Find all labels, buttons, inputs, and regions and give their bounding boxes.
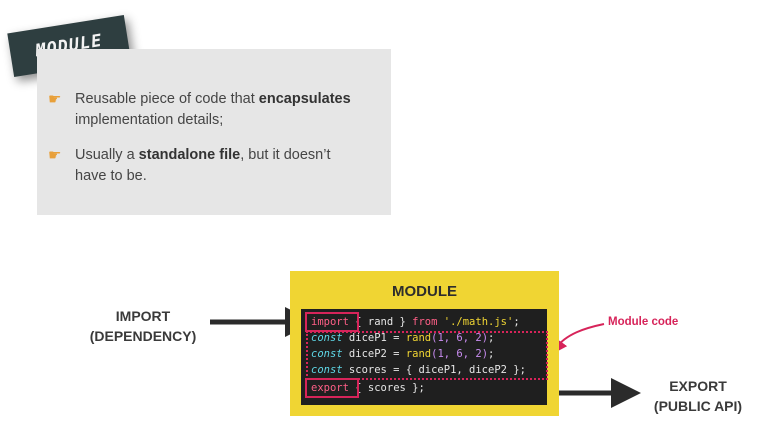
module-code-label: Module code [608, 316, 679, 328]
export-label-line: (PUBLIC API) [653, 398, 743, 414]
code-line-const: const diceP1 = rand(1, 6, 2); [311, 332, 495, 344]
bullet-text: Reusable piece of code that [75, 91, 259, 107]
bullet-bold-text: standalone file [138, 147, 241, 163]
bullet-text: Usually a [75, 147, 139, 163]
module-code-pointer-arrow [551, 323, 605, 355]
export-label: EXPORT (PUBLIC API) [636, 376, 760, 416]
bullet-bold-text: encapsulates [258, 91, 351, 107]
export-label-line: EXPORT [669, 378, 727, 394]
code-line-const: const diceP2 = rand(1, 6, 2); [311, 348, 495, 360]
code-block: import { rand } from './math.js'; const … [301, 309, 548, 405]
import-label: IMPORT (DEPENDENCY) [76, 306, 210, 346]
import-label-line: IMPORT [115, 308, 171, 324]
pointing-hand-icon: ☛ [48, 147, 62, 164]
definition-bullet: ☛ Reusable piece of code that encapsulat… [48, 89, 365, 131]
bullet-text: , but it doesn’t have to be. [75, 147, 331, 184]
module-box-title: MODULE [392, 283, 457, 300]
import-highlight-box [305, 312, 359, 332]
code-line-const: const scores = { diceP1, diceP2 }; [311, 364, 526, 376]
definition-box: ☛ Reusable piece of code that encapsulat… [37, 49, 391, 215]
export-highlight-box [305, 378, 359, 398]
module-code-dotted-box [306, 331, 548, 380]
bullet-text: implementation details; [75, 112, 224, 128]
pointing-hand-icon: ☛ [48, 91, 62, 108]
definition-bullet: ☛ Usually a standalone file, but it does… [48, 145, 365, 187]
import-label-line: (DEPENDENCY) [89, 328, 197, 344]
module-box: MODULE import { rand } from './math.js';… [290, 271, 559, 416]
